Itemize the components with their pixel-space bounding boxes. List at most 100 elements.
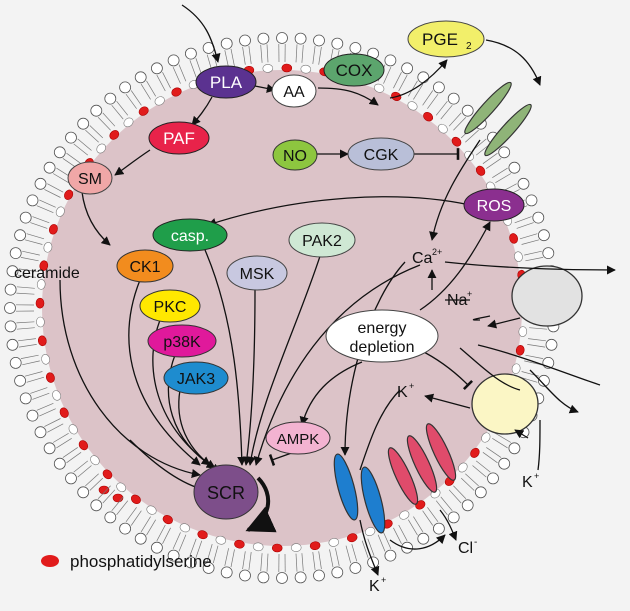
lipid-head: [384, 549, 397, 562]
lipid-head: [508, 161, 521, 174]
lipid-tail: [448, 489, 462, 504]
scr-label: SCR: [207, 483, 245, 503]
lipid-tail: [486, 158, 502, 169]
lipid-tail: [482, 452, 498, 464]
lipid-head: [179, 523, 191, 533]
lipid-head: [77, 486, 90, 499]
lipid-head: [9, 356, 22, 369]
phosphatidylserine-head: [281, 63, 293, 73]
ros-label: ROS: [477, 198, 512, 215]
lipid-tail: [453, 485, 467, 500]
k-ion-inner-label: K +: [397, 381, 414, 401]
lipid-head: [407, 101, 418, 111]
lipid-head: [239, 34, 251, 47]
lipid-tail: [36, 205, 54, 214]
lipid-tail: [422, 510, 434, 526]
lipid-tail: [56, 438, 72, 449]
lipid-head: [313, 569, 325, 582]
green-channel: [464, 81, 532, 157]
lipid-tail: [529, 327, 548, 330]
lipid-tail: [77, 138, 92, 151]
lipid-head: [19, 211, 32, 224]
lipid-head: [364, 527, 376, 536]
lipid-tail: [435, 100, 448, 116]
no-label: NO: [283, 148, 307, 165]
phosphatidylserine-head: [475, 165, 486, 176]
casp-label: casp.: [171, 228, 209, 245]
lipid-tail: [116, 100, 129, 116]
lipid-head: [313, 34, 325, 47]
paf-label: PAF: [163, 129, 195, 148]
lipid-head: [134, 71, 147, 84]
lipid-tail: [266, 553, 269, 572]
lipid-head: [331, 566, 344, 579]
lipid-head: [239, 569, 251, 582]
lipid-tail: [30, 387, 48, 394]
svg-text:K: K: [369, 578, 380, 595]
lipid-head: [184, 47, 197, 60]
lipid-head: [461, 104, 474, 117]
lipid-tail: [146, 519, 157, 536]
lipid-head: [4, 302, 16, 314]
lipid-head: [498, 146, 511, 159]
lipid-tail: [16, 286, 35, 289]
phosphatidylserine-head: [234, 539, 245, 549]
lipid-tail: [295, 44, 298, 63]
lipid-head: [104, 92, 117, 105]
phosphatidylserine-legend-label: phosphatidylserine: [70, 552, 212, 571]
lipid-tail: [125, 93, 137, 109]
lipid-head: [90, 455, 100, 466]
lipid-tail: [18, 344, 37, 348]
ampk-node: AMPK: [265, 421, 331, 455]
lipid-head: [116, 482, 127, 493]
lipid-tail: [47, 423, 64, 433]
lipid-tail: [398, 74, 408, 92]
lipid-tail: [260, 44, 263, 63]
lipid-head: [34, 177, 47, 190]
energy-label-line1: energy: [358, 320, 407, 337]
lipid-tail: [295, 553, 298, 572]
lipid-tail: [195, 58, 203, 76]
phosphatidylserine-head: [309, 541, 321, 551]
lipid-tail: [301, 44, 304, 63]
lipid-head: [150, 62, 163, 75]
lipid-tail: [242, 46, 246, 65]
lipid-tail: [248, 552, 252, 571]
ca-ion-label: Ca 2+: [412, 247, 442, 267]
lipid-tail: [130, 510, 142, 526]
lipid-head: [294, 32, 307, 45]
lipid-tail: [111, 104, 124, 120]
lipid-head: [43, 161, 56, 174]
lipid-tail: [18, 274, 36, 278]
lipid-head: [9, 247, 22, 260]
lipid-head: [373, 83, 385, 93]
lipid-tail: [89, 125, 104, 139]
lipid-tail: [301, 553, 304, 572]
pge2-subscript: 2: [466, 41, 472, 52]
svg-text:+: +: [534, 471, 539, 481]
phosphatidylserine-head: [162, 515, 173, 525]
pla-label: PLA: [210, 73, 243, 92]
lipid-tail: [248, 45, 252, 64]
svg-text:Na: Na: [447, 292, 468, 309]
lipid-tail: [440, 104, 453, 120]
lipid-head: [461, 499, 474, 512]
lipid-tail: [528, 338, 546, 342]
lipid-tail: [224, 548, 229, 566]
svg-text:+: +: [409, 381, 414, 391]
ceramide-label: ceramide: [14, 265, 80, 282]
lipid-head: [538, 374, 550, 387]
svg-text:2+: 2+: [432, 247, 442, 257]
lipid-tail: [97, 116, 111, 131]
lipid-tail: [73, 460, 89, 473]
lipid-tail: [521, 239, 540, 245]
gray-transporter: [511, 265, 583, 327]
lipid-head: [257, 32, 270, 45]
lipid-tail: [39, 408, 56, 417]
lipid-head: [90, 499, 103, 512]
lipid-tail: [62, 447, 78, 458]
lipid-tail: [140, 83, 151, 100]
lipid-tail: [146, 80, 157, 97]
externalized-phosphatidylserine: [98, 485, 110, 495]
